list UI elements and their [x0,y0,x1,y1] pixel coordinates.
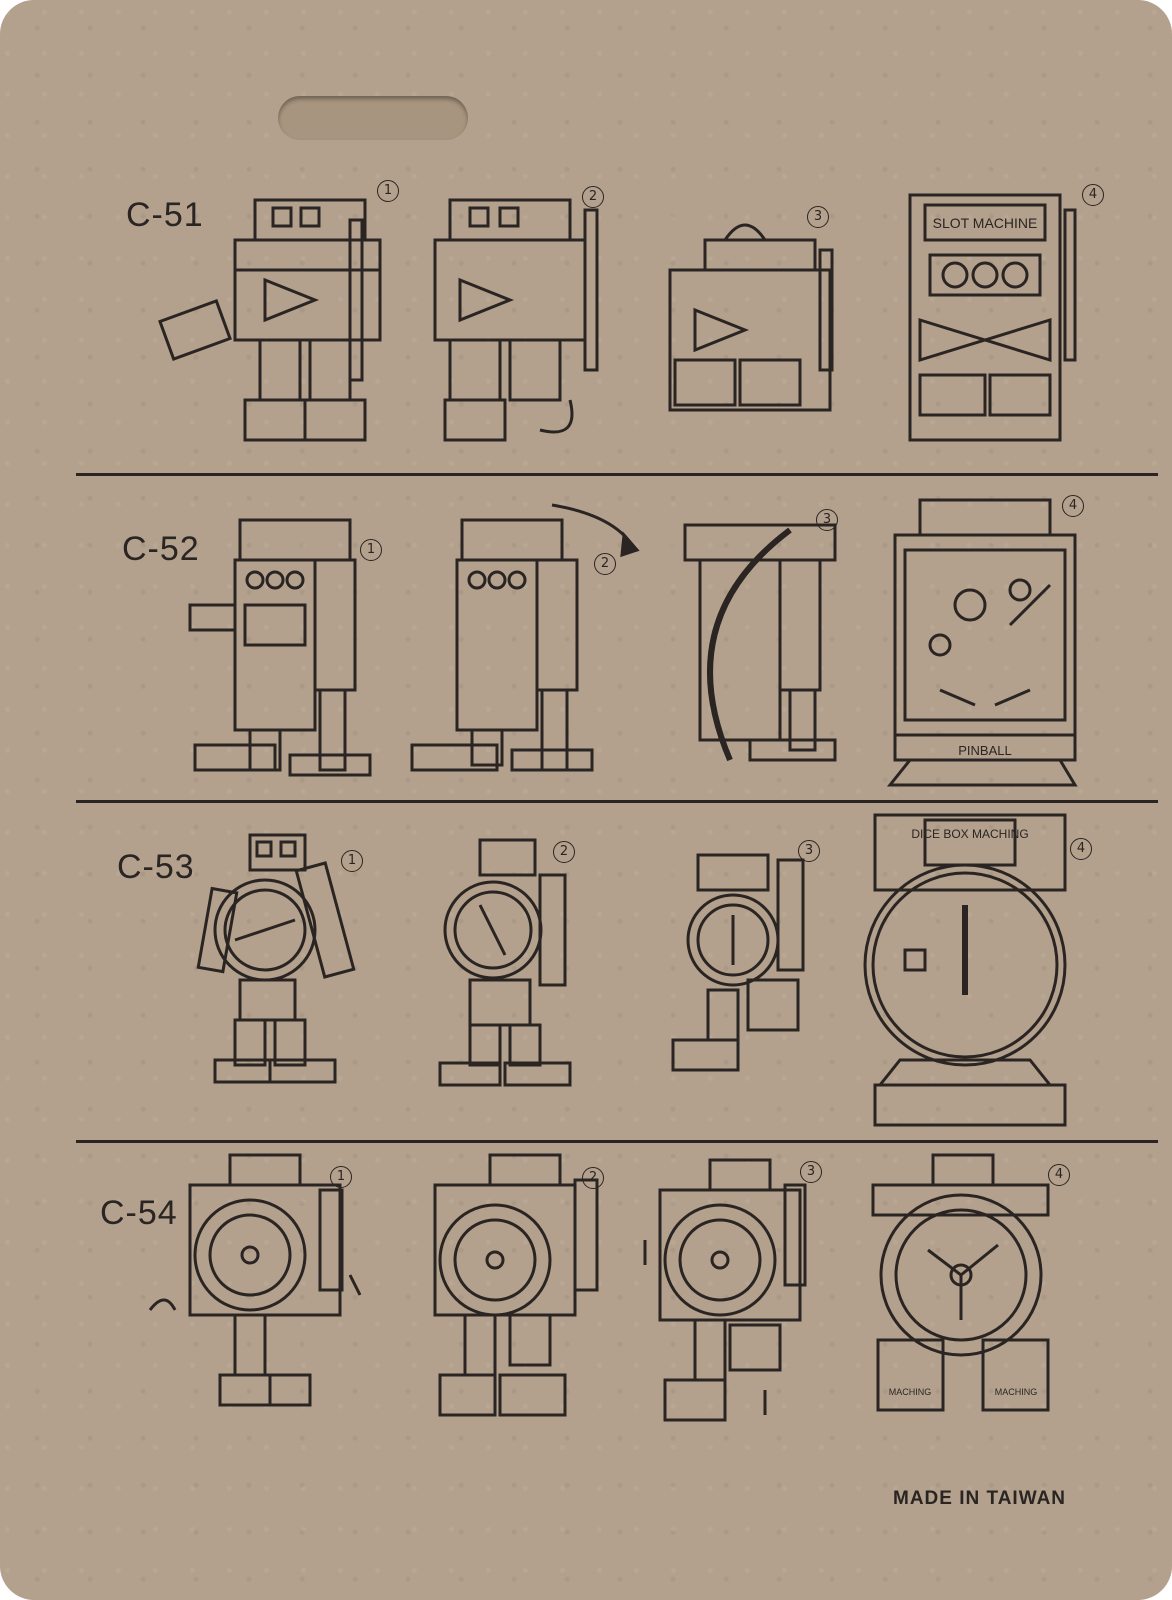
dice-box-icon: DICE BOX MACHING [863,813,1067,1127]
robot-icon [188,518,372,777]
roulette-icon: MACHING MACHING [871,1153,1050,1412]
step-number: 2 [582,186,604,208]
slot-machine-text: SLOT MACHINE [933,215,1038,231]
step-number: 3 [798,840,820,862]
step-number: 4 [1048,1164,1070,1186]
robot-icon [643,1158,807,1422]
robot-icon [148,1153,362,1407]
pinball-text: PINBALL [958,743,1011,758]
step-number: 1 [341,850,363,872]
step-number: 1 [360,539,382,561]
hang-hole [278,96,468,140]
step-number: 2 [553,841,575,863]
row-divider [76,473,1158,476]
dice-box-text: DICE BOX MACHING [911,827,1028,841]
roulette-text-right: MACHING [995,1387,1038,1397]
robot-icon [668,223,834,412]
step-number: 4 [1070,838,1092,860]
row-label-c51: C-51 [126,196,204,234]
row-divider [76,1140,1158,1143]
robot-icon [196,833,356,1084]
slot-machine-icon: SLOT MACHINE [908,193,1077,442]
step-number: 3 [816,509,838,531]
robot-icon [158,198,382,442]
roulette-text-left: MACHING [889,1387,932,1397]
row-label-c52: C-52 [122,530,200,568]
row-divider [76,800,1158,803]
robot-icon [433,198,599,442]
robot-icon [683,523,837,762]
row-label-c53: C-53 [117,848,195,886]
robot-icon [433,1153,599,1417]
made-in-label: MADE IN TAIWAN [893,1488,1067,1509]
step-number: 1 [377,180,399,202]
row-label-c54: C-54 [100,1194,178,1232]
step-number: 3 [800,1161,822,1183]
step-number: 2 [594,553,616,575]
step-number: 2 [582,1167,604,1189]
robot-icon [410,503,640,772]
step-number: 4 [1062,495,1084,517]
step-number: 3 [807,206,829,228]
robot-icon [671,853,805,1072]
robot-icon [438,838,572,1087]
pinball-icon: PINBALL [886,498,1078,787]
step-number: 4 [1082,184,1104,206]
